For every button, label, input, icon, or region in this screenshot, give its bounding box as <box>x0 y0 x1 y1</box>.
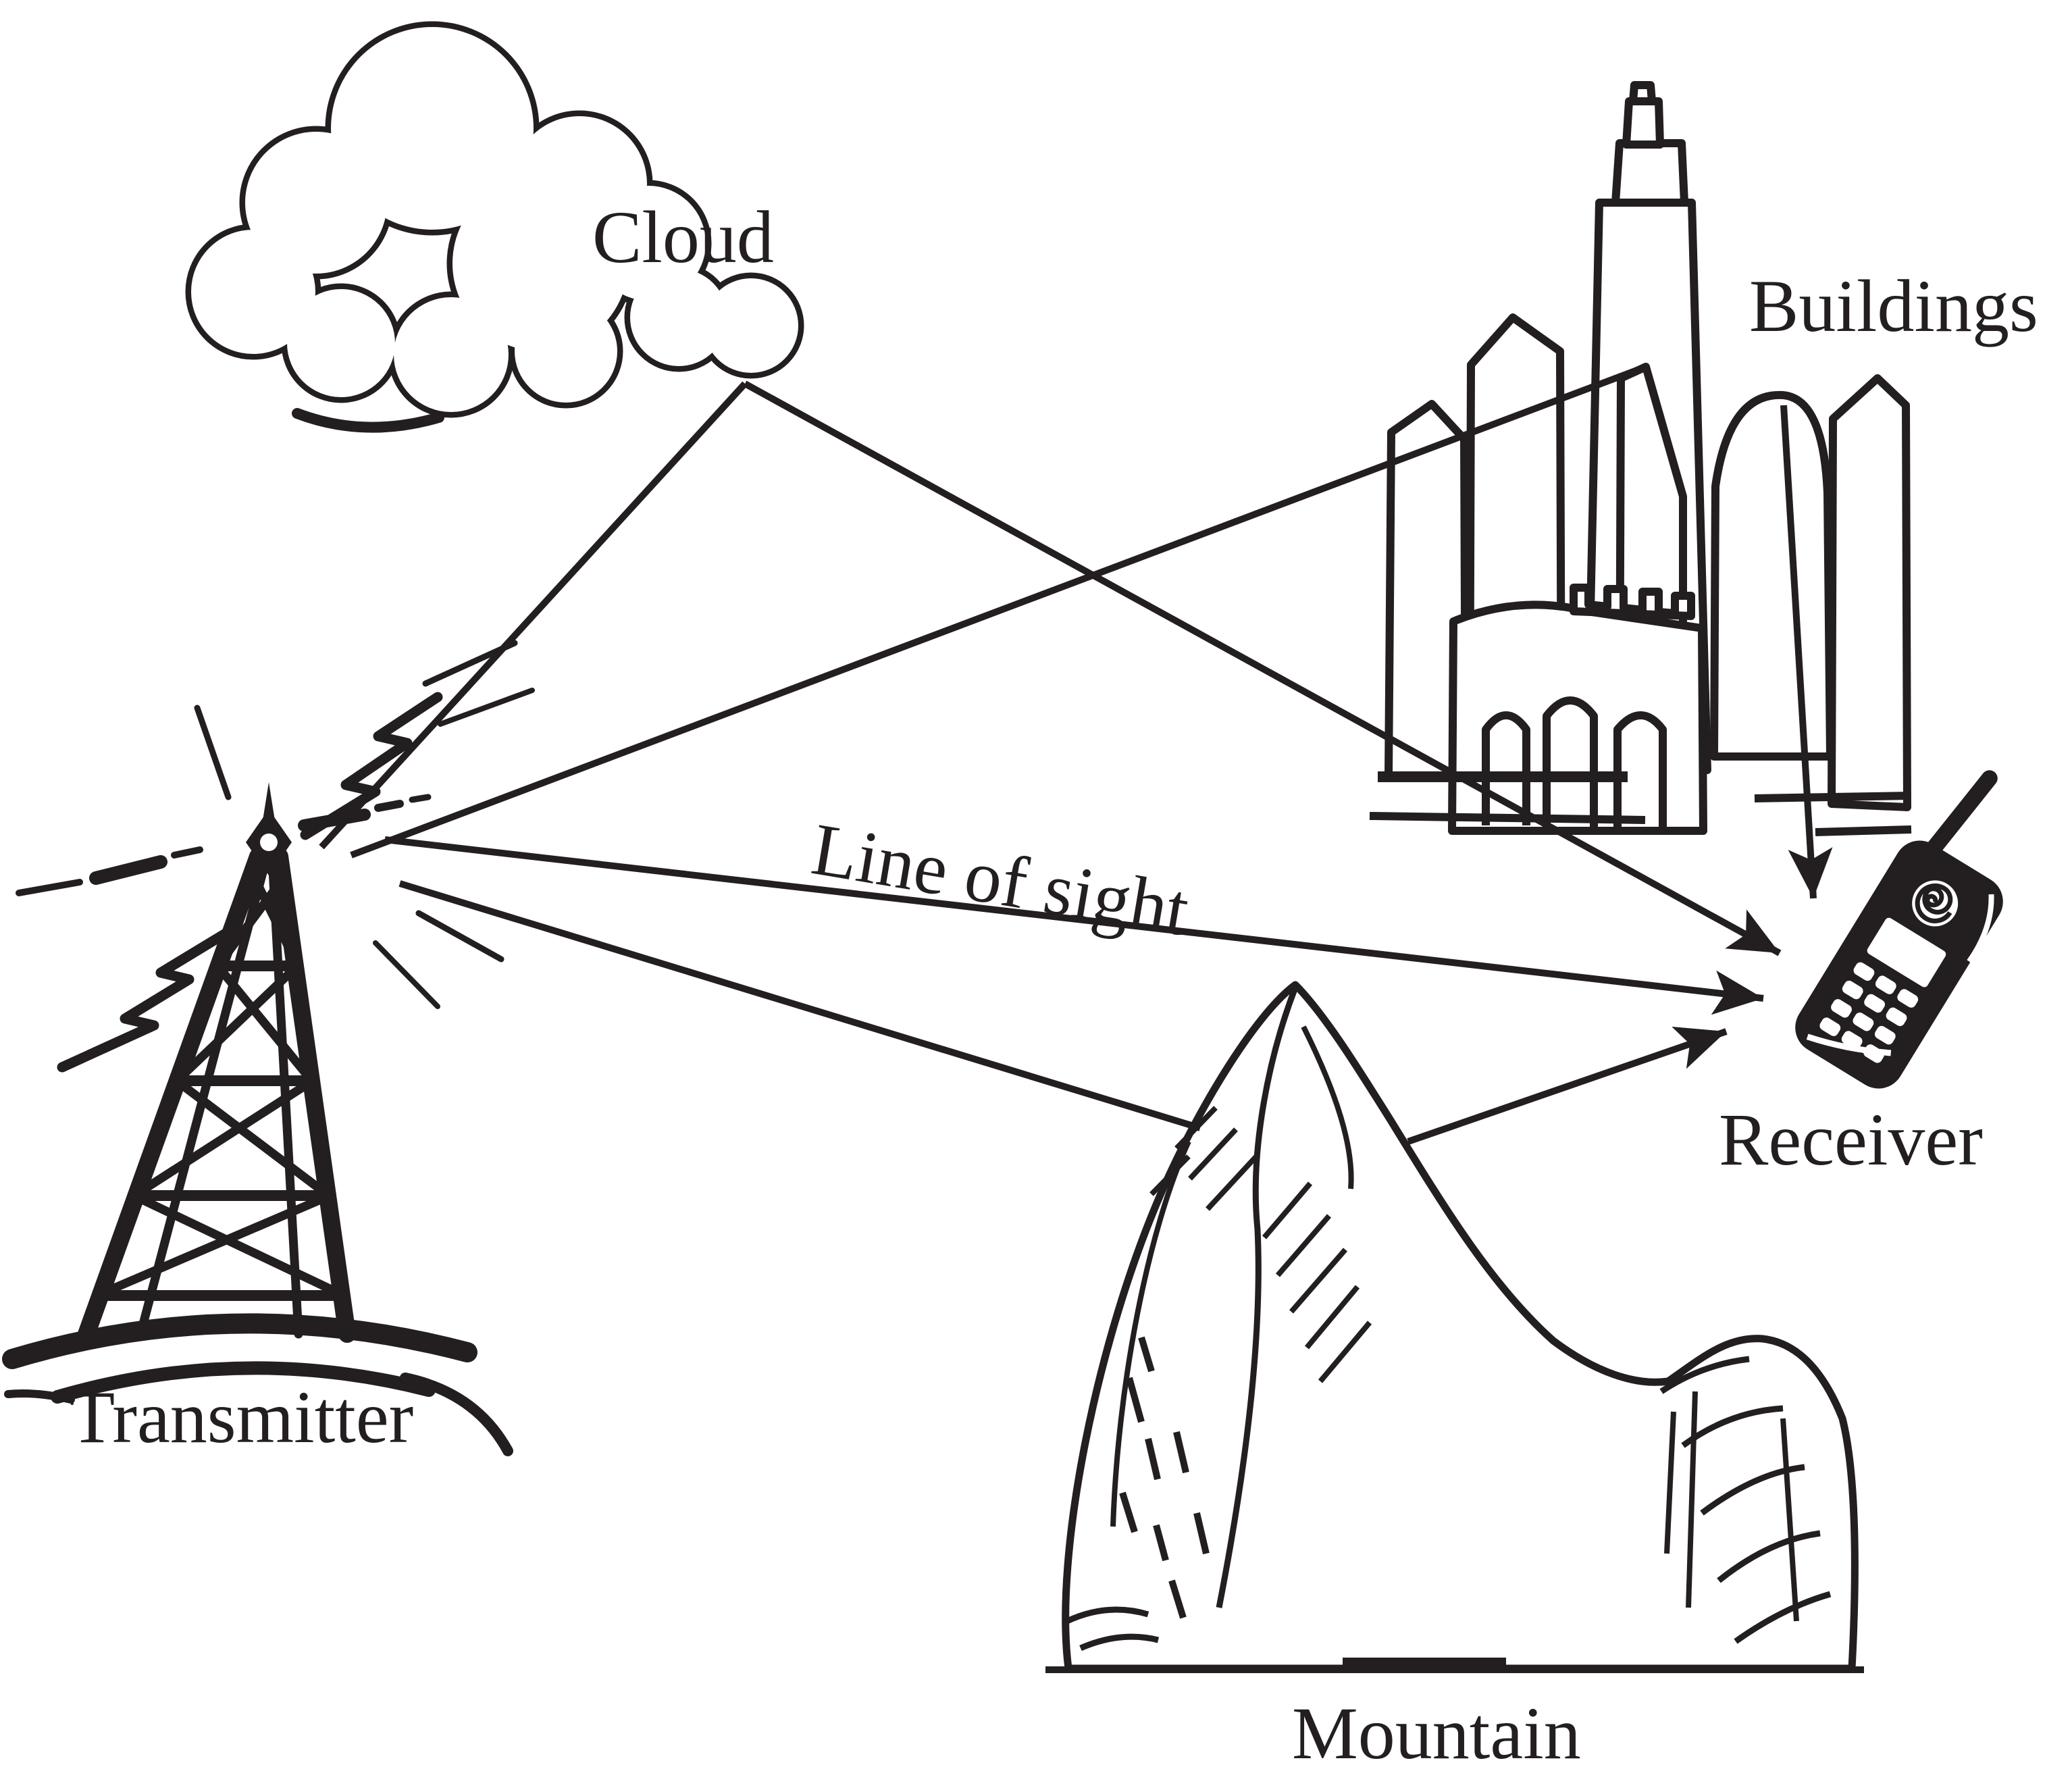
cloud-label: Cloud <box>592 196 774 278</box>
cloud-icon <box>185 21 804 433</box>
phone-antenna-icon <box>1919 770 1998 864</box>
receiver-label: Receiver <box>1719 1098 1983 1181</box>
phone-screen-icon <box>1867 917 1946 988</box>
transmitter-to-cloud <box>319 381 748 850</box>
ground-icon <box>2 1313 513 1456</box>
lightning-bolt-icon <box>300 692 443 840</box>
phone-keypad-icon <box>1819 962 1919 1063</box>
transmitter-to-mountain <box>398 880 1201 1131</box>
line-of-sight-label: Line of sight <box>806 807 1195 951</box>
transmitter-tower-icon <box>78 782 356 1343</box>
transmitter-label: Transmitter <box>70 1376 413 1458</box>
lightning-bolt-icon <box>57 929 230 1073</box>
buildings-icon <box>1369 81 1912 836</box>
line-of-sight <box>384 836 1764 1015</box>
receiver-phone-icon <box>1795 770 2003 1089</box>
mountain-icon <box>1045 981 1864 1673</box>
buildings-label: Buildings <box>1749 265 2038 347</box>
buildings-to-receiver <box>1780 405 1833 899</box>
mountain-label: Mountain <box>1292 1692 1581 1774</box>
signal-burst-icon <box>16 640 535 1073</box>
propagation-paths <box>319 363 1833 1145</box>
mountain-to-receiver <box>1407 1027 1728 1145</box>
cloud-to-receiver <box>743 380 1782 956</box>
transmitter-to-buildings <box>350 363 1647 859</box>
